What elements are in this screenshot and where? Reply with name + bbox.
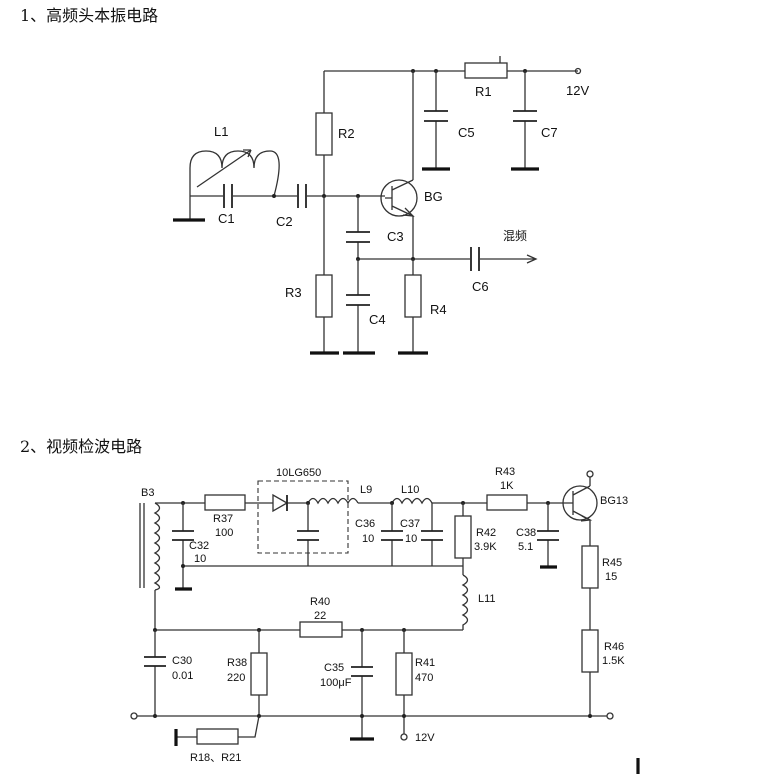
label-10LG650: 10LG650	[276, 467, 321, 479]
capacitor-C3	[346, 231, 370, 243]
label-R38: R38	[227, 657, 247, 669]
transistor-BG	[380, 179, 418, 217]
label-R40: R40	[310, 596, 330, 608]
label-mixer: 混频	[503, 229, 527, 243]
label-R42: R42	[476, 527, 496, 539]
value-R37: 100	[215, 527, 233, 539]
capacitor-C30	[144, 656, 166, 667]
resistor-R38	[250, 652, 268, 696]
resistor-R45	[581, 545, 599, 589]
capacitor-C36	[381, 530, 403, 541]
section-2-title: 2、视频检波电路	[20, 437, 143, 456]
inductor-L9	[307, 497, 359, 505]
oscillator-circuit: L1 C1 C2 R1 R2 C5 C7 12V BG C3 混频 C6 R3 …	[173, 56, 589, 355]
resistor-R40	[299, 621, 343, 638]
label-C7: C7	[541, 125, 558, 140]
label-C32: C32	[189, 540, 209, 552]
inductor-L1	[189, 150, 280, 197]
value-C37: 10	[405, 533, 417, 545]
value-C30: 0.01	[172, 670, 193, 682]
label-L10: L10	[401, 484, 419, 496]
value-R41: 470	[415, 672, 433, 684]
label-C35: C35	[324, 662, 344, 674]
value-R43: 1K	[500, 480, 514, 492]
value-C36: 10	[362, 533, 374, 545]
label-B3: B3	[141, 487, 154, 499]
value-C38: 5.1	[518, 541, 533, 553]
section-1-title: 1、高频头本振电路	[20, 6, 159, 25]
label-C4: C4	[369, 312, 386, 327]
label-R1: R1	[475, 84, 492, 99]
capacitor-C37	[421, 530, 443, 541]
label-R18-R21: R18、R21	[190, 752, 241, 764]
label-C38: C38	[516, 527, 536, 539]
label-supply-12V-2: 12V	[415, 732, 435, 744]
resistor-R43	[486, 494, 528, 511]
label-supply-12V: 12V	[566, 83, 589, 98]
supply-terminal-1	[574, 67, 582, 75]
capacitor-C4	[346, 294, 370, 306]
resistor-R4	[404, 274, 422, 318]
supply-terminal-2	[400, 733, 408, 741]
label-L9: L9	[360, 484, 372, 496]
label-R2: R2	[338, 126, 355, 141]
capacitor-C38	[537, 530, 559, 541]
label-C37: C37	[400, 518, 420, 530]
diode	[272, 493, 289, 513]
label-C36: C36	[355, 518, 375, 530]
capacitor-C32	[172, 530, 194, 541]
label-C5: C5	[458, 125, 475, 140]
capacitor-C1	[223, 184, 233, 208]
transformer-core	[139, 503, 145, 588]
value-C35: 100μF	[320, 677, 352, 689]
output-terminal	[606, 712, 614, 720]
inductor-L11	[461, 574, 469, 630]
label-R43: R43	[495, 466, 515, 478]
video-detector-circuit: B3 R37 100 C32 10 10LG650 L9 L10 C36 10 …	[130, 466, 640, 774]
capacitor-C5	[424, 110, 448, 122]
resistor-R2	[315, 112, 333, 156]
label-R45: R45	[602, 557, 622, 569]
value-R46: 1.5K	[602, 655, 625, 667]
resistor-R37	[204, 494, 246, 511]
label-R41: R41	[415, 657, 435, 669]
label-C1: C1	[218, 211, 235, 226]
label-R4: R4	[430, 302, 447, 317]
output-arrow	[526, 254, 538, 264]
inductor-L10	[391, 497, 433, 505]
label-C6: C6	[472, 279, 489, 294]
collector-terminal	[586, 470, 594, 478]
capacitor-C2	[297, 184, 307, 208]
resistor-R46	[581, 629, 599, 673]
module-10LG650	[257, 480, 349, 554]
label-R3: R3	[285, 285, 302, 300]
label-C3: C3	[387, 229, 404, 244]
transformer-B3	[153, 502, 161, 591]
resistor-R41	[395, 652, 413, 696]
label-L1: L1	[214, 124, 228, 139]
capacitor-C6	[470, 247, 480, 271]
label-BG: BG	[424, 189, 443, 204]
label-BG13: BG13	[600, 495, 628, 507]
input-terminal	[130, 712, 138, 720]
transistor-BG13	[562, 485, 598, 521]
value-R45: 15	[605, 571, 617, 583]
label-C30: C30	[172, 655, 192, 667]
resistor-R1	[464, 62, 508, 79]
resistor-R18-R21	[196, 728, 239, 745]
label-L11: L11	[478, 593, 496, 605]
label-R37: R37	[213, 513, 233, 525]
capacitor-C7	[513, 110, 537, 122]
value-R42: 3.9K	[474, 541, 497, 553]
value-C32: 10	[194, 553, 206, 565]
label-C2: C2	[276, 214, 293, 229]
resistor-R3	[315, 274, 333, 318]
label-R46: R46	[604, 641, 624, 653]
resistor-R42	[454, 515, 472, 559]
value-R38: 220	[227, 672, 245, 684]
value-R40: 22	[314, 610, 326, 622]
capacitor-C35	[351, 666, 373, 677]
